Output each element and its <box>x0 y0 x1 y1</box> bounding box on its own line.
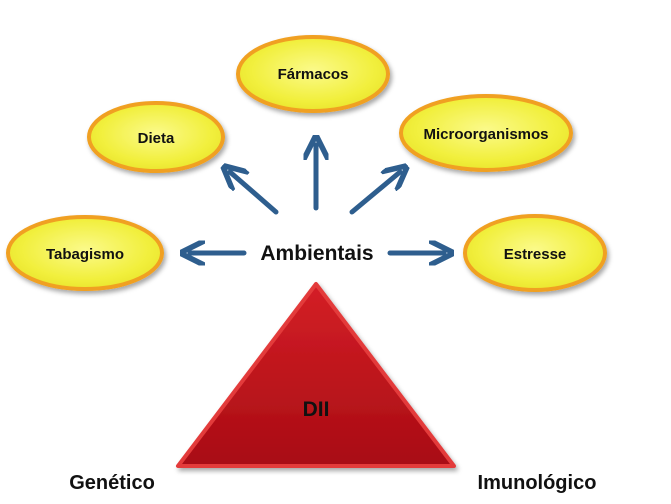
center-label: Ambientais <box>260 242 373 265</box>
dii-triangle: DII <box>176 282 456 468</box>
arrow-to-microorganismos <box>349 172 400 215</box>
factor-bubble-tabagismo: Tabagismo <box>6 215 164 291</box>
factor-label: Fármacos <box>278 66 349 83</box>
triangle-label: DII <box>303 398 330 421</box>
corner-label-genetico: Genético <box>69 472 155 494</box>
factor-label: Microorganismos <box>423 126 548 143</box>
factor-label: Dieta <box>138 130 175 147</box>
factor-label: Estresse <box>504 246 567 263</box>
arrow-to-dieta <box>230 172 279 215</box>
factor-bubble-dieta: Dieta <box>87 101 225 173</box>
corner-label-imunologico: Imunológico <box>478 472 597 494</box>
factor-bubble-estresse: Estresse <box>463 214 607 292</box>
factor-bubble-farmacos: Fármacos <box>236 35 390 113</box>
factor-bubble-microorganismos: Microorganismos <box>399 94 573 172</box>
factor-label: Tabagismo <box>46 246 124 263</box>
